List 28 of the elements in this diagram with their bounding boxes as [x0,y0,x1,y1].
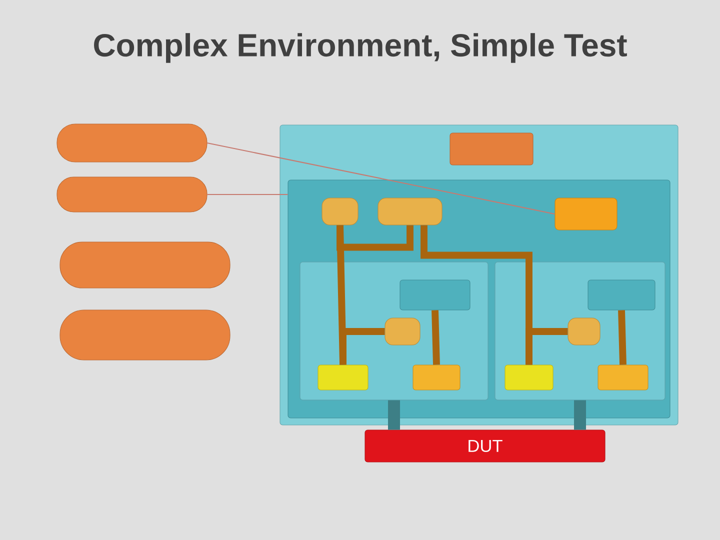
connector [618,310,626,365]
leader-line [207,194,288,196]
component-box [588,280,656,310]
component-icon [384,318,420,346]
connector [432,310,440,365]
component-icon [568,318,600,346]
component-box [554,198,618,230]
driver-box [318,364,368,390]
slide-title: Complex Environment, Simple Test [94,33,627,63]
connector [336,225,346,365]
connector [340,328,385,365]
connector [574,400,586,430]
monitor-box [598,364,648,390]
callout-pill [60,242,230,288]
connector [388,400,400,430]
component-icon [322,198,358,226]
component-icon [378,198,442,226]
monitor-box [412,364,460,390]
component-box [400,280,470,310]
callout-pill [56,176,208,212]
dut-box: DUT [364,430,606,462]
callout-pill [60,310,230,360]
leader-line [207,142,555,215]
connector [526,328,568,365]
driver-box [504,364,554,390]
callout-pill [56,124,208,162]
component-box [450,132,534,166]
connector [336,225,414,251]
